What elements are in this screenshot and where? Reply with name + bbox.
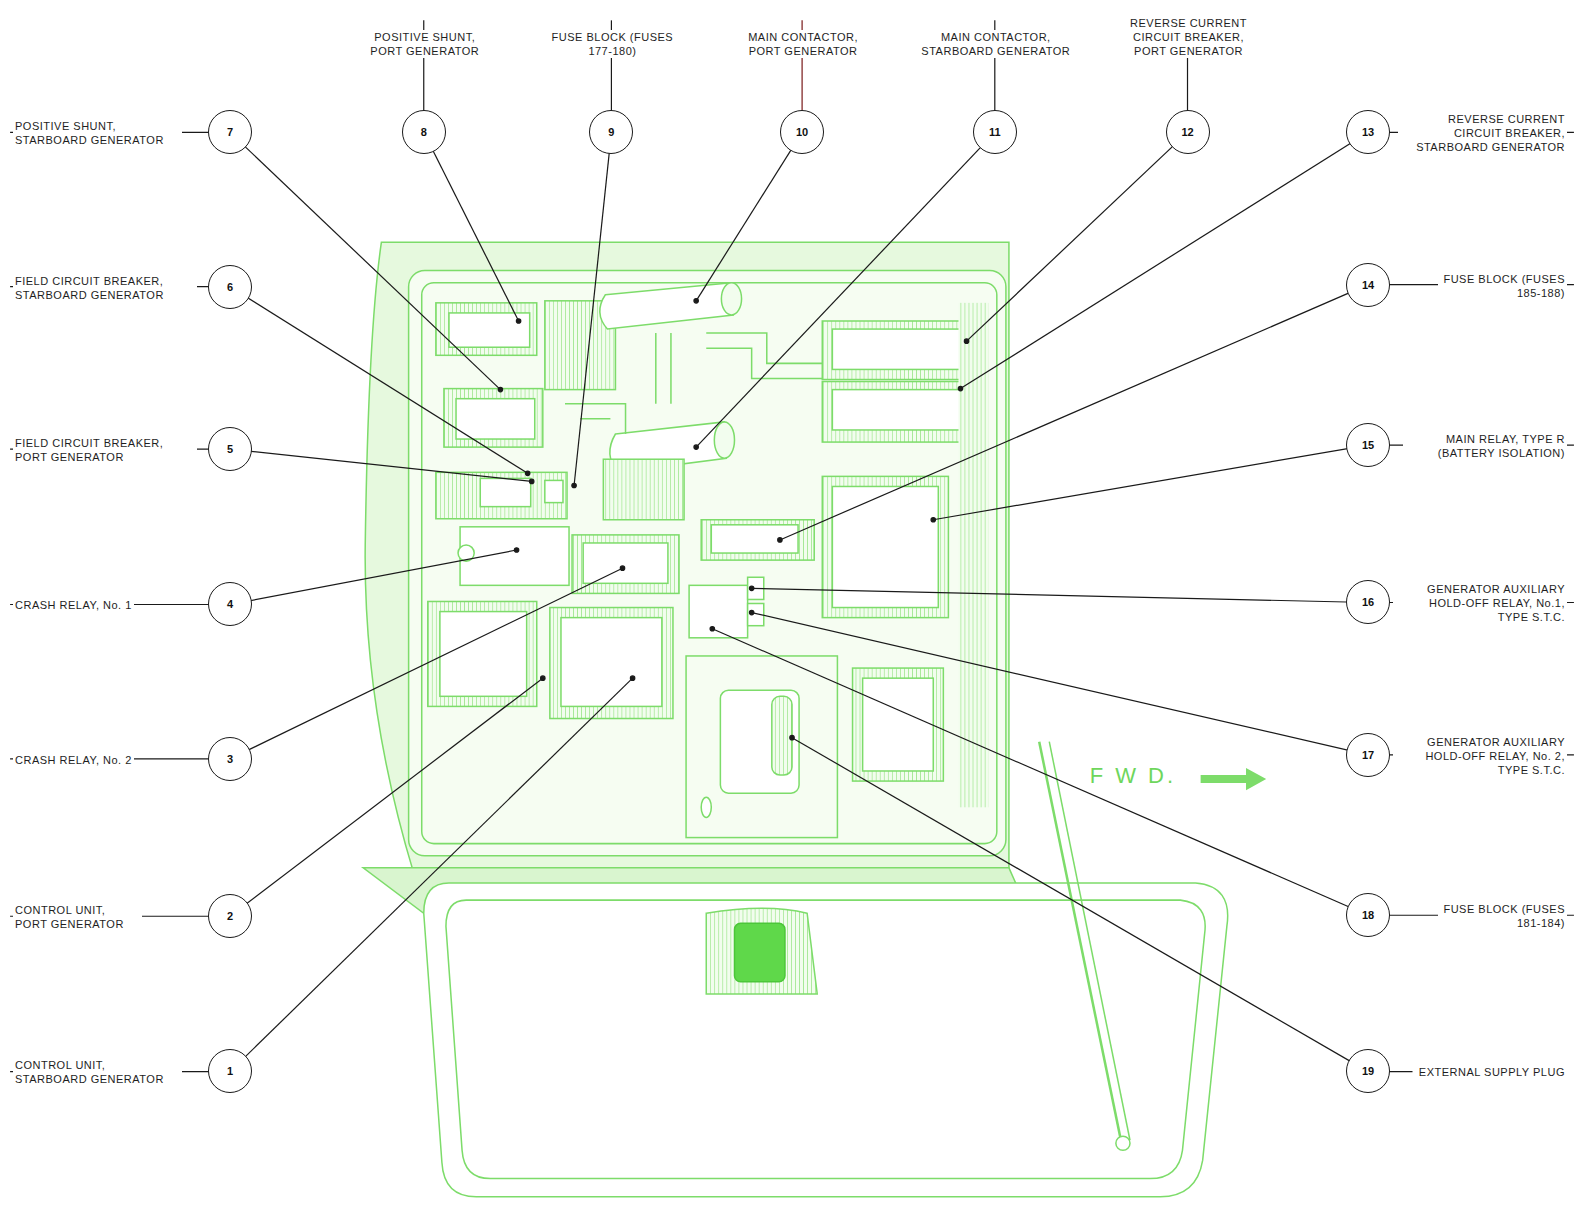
callout-circle: 15MAIN RELAY, TYPE R (BATTERY ISOLATION) [1346, 423, 1390, 467]
callout-circle: 5FIELD CIRCUIT BREAKER, PORT GENERATOR [208, 427, 252, 471]
callout-circle: 7POSITIVE SHUNT, STARBOARD GENERATOR [208, 110, 252, 154]
part-name: CRASH RELAY, No. 2 [13, 753, 134, 767]
callout-number: 9 [590, 111, 632, 153]
callout-number: 3 [209, 738, 251, 780]
callout-circle: 19EXTERNAL SUPPLY PLUG [1346, 1049, 1390, 1093]
part-name: CRASH RELAY, No. 1 [13, 598, 134, 612]
part-name: MAIN RELAY, TYPE R (BATTERY ISOLATION) [1403, 432, 1567, 460]
direction-label: F W D. [1090, 763, 1176, 789]
part-name: FIELD CIRCUIT BREAKER, PORT GENERATOR [13, 436, 197, 464]
callout-circle: 9FUSE BLOCK (FUSES 177-180) [589, 110, 633, 154]
callout-number: 10 [781, 111, 823, 153]
callout-number: 17 [1347, 734, 1389, 776]
part-name: GENERATOR AUXILIARY HOLD-OFF RELAY, No. … [1393, 735, 1567, 777]
callout-circle: 12REVERSE CURRENT CIRCUIT BREAKER, PORT … [1166, 110, 1210, 154]
part-name: FUSE BLOCK (FUSES 177-180) [548, 30, 677, 58]
callout-circle: 16GENERATOR AUXILIARY HOLD-OFF RELAY, No… [1346, 580, 1390, 624]
callout-number: 4 [209, 583, 251, 625]
callout-circle: 3CRASH RELAY, No. 2 [208, 737, 252, 781]
part-name: POSITIVE SHUNT, STARBOARD GENERATOR [13, 119, 182, 147]
callout-circle: 4CRASH RELAY, No. 1 [208, 582, 252, 626]
callout-circle: 14FUSE BLOCK (FUSES 185-188) [1346, 263, 1390, 307]
callout-number: 13 [1347, 111, 1389, 153]
callout-circle: 8POSITIVE SHUNT, PORT GENERATOR [402, 110, 446, 154]
callout-circle: 11MAIN CONTACTOR, STARBOARD GENERATOR [973, 110, 1017, 154]
part-name: POSITIVE SHUNT, PORT GENERATOR [360, 30, 489, 58]
callout-circle: 17GENERATOR AUXILIARY HOLD-OFF RELAY, No… [1346, 733, 1390, 777]
part-name: REVERSE CURRENT CIRCUIT BREAKER, STARBOA… [1398, 112, 1567, 154]
part-name: MAIN CONTACTOR, STARBOARD GENERATOR [911, 30, 1080, 58]
part-name: CONTROL UNIT, PORT GENERATOR [13, 903, 142, 931]
callout-number: 15 [1347, 424, 1389, 466]
callout-number: 2 [209, 895, 251, 937]
callout-circle: 13REVERSE CURRENT CIRCUIT BREAKER, STARB… [1346, 110, 1390, 154]
part-name: REVERSE CURRENT CIRCUIT BREAKER, PORT GE… [1117, 16, 1261, 58]
callout-circle: 18FUSE BLOCK (FUSES 181-184) [1346, 893, 1390, 937]
callout-number: 11 [974, 111, 1016, 153]
part-name: CONTROL UNIT, STARBOARD GENERATOR [13, 1058, 182, 1086]
callout-number: 19 [1347, 1050, 1389, 1092]
part-name: EXTERNAL SUPPLY PLUG [1417, 1065, 1567, 1079]
callout-number: 18 [1347, 894, 1389, 936]
callout-number: 16 [1347, 581, 1389, 623]
part-name: FUSE BLOCK (FUSES 181-184) [1438, 902, 1567, 930]
callout-circle: 2CONTROL UNIT, PORT GENERATOR [208, 894, 252, 938]
callout-number: 1 [209, 1050, 251, 1092]
callout-number: 5 [209, 428, 251, 470]
callout-circle: 10MAIN CONTACTOR, PORT GENERATOR [780, 110, 824, 154]
part-name: GENERATOR AUXILIARY HOLD-OFF RELAY, No.1… [1393, 582, 1567, 624]
callout-circle: 1CONTROL UNIT, STARBOARD GENERATOR [208, 1049, 252, 1093]
callout-number: 14 [1347, 264, 1389, 306]
callout-number: 6 [209, 266, 251, 308]
callout-number: 8 [403, 111, 445, 153]
callout-number: 12 [1167, 111, 1209, 153]
part-name: FUSE BLOCK (FUSES 185-188) [1438, 272, 1567, 300]
part-name: MAIN CONTACTOR, PORT GENERATOR [736, 30, 870, 58]
callout-number: 7 [209, 111, 251, 153]
part-name: FIELD CIRCUIT BREAKER, STARBOARD GENERAT… [13, 274, 197, 302]
callout-circle: 6FIELD CIRCUIT BREAKER, STARBOARD GENERA… [208, 265, 252, 309]
